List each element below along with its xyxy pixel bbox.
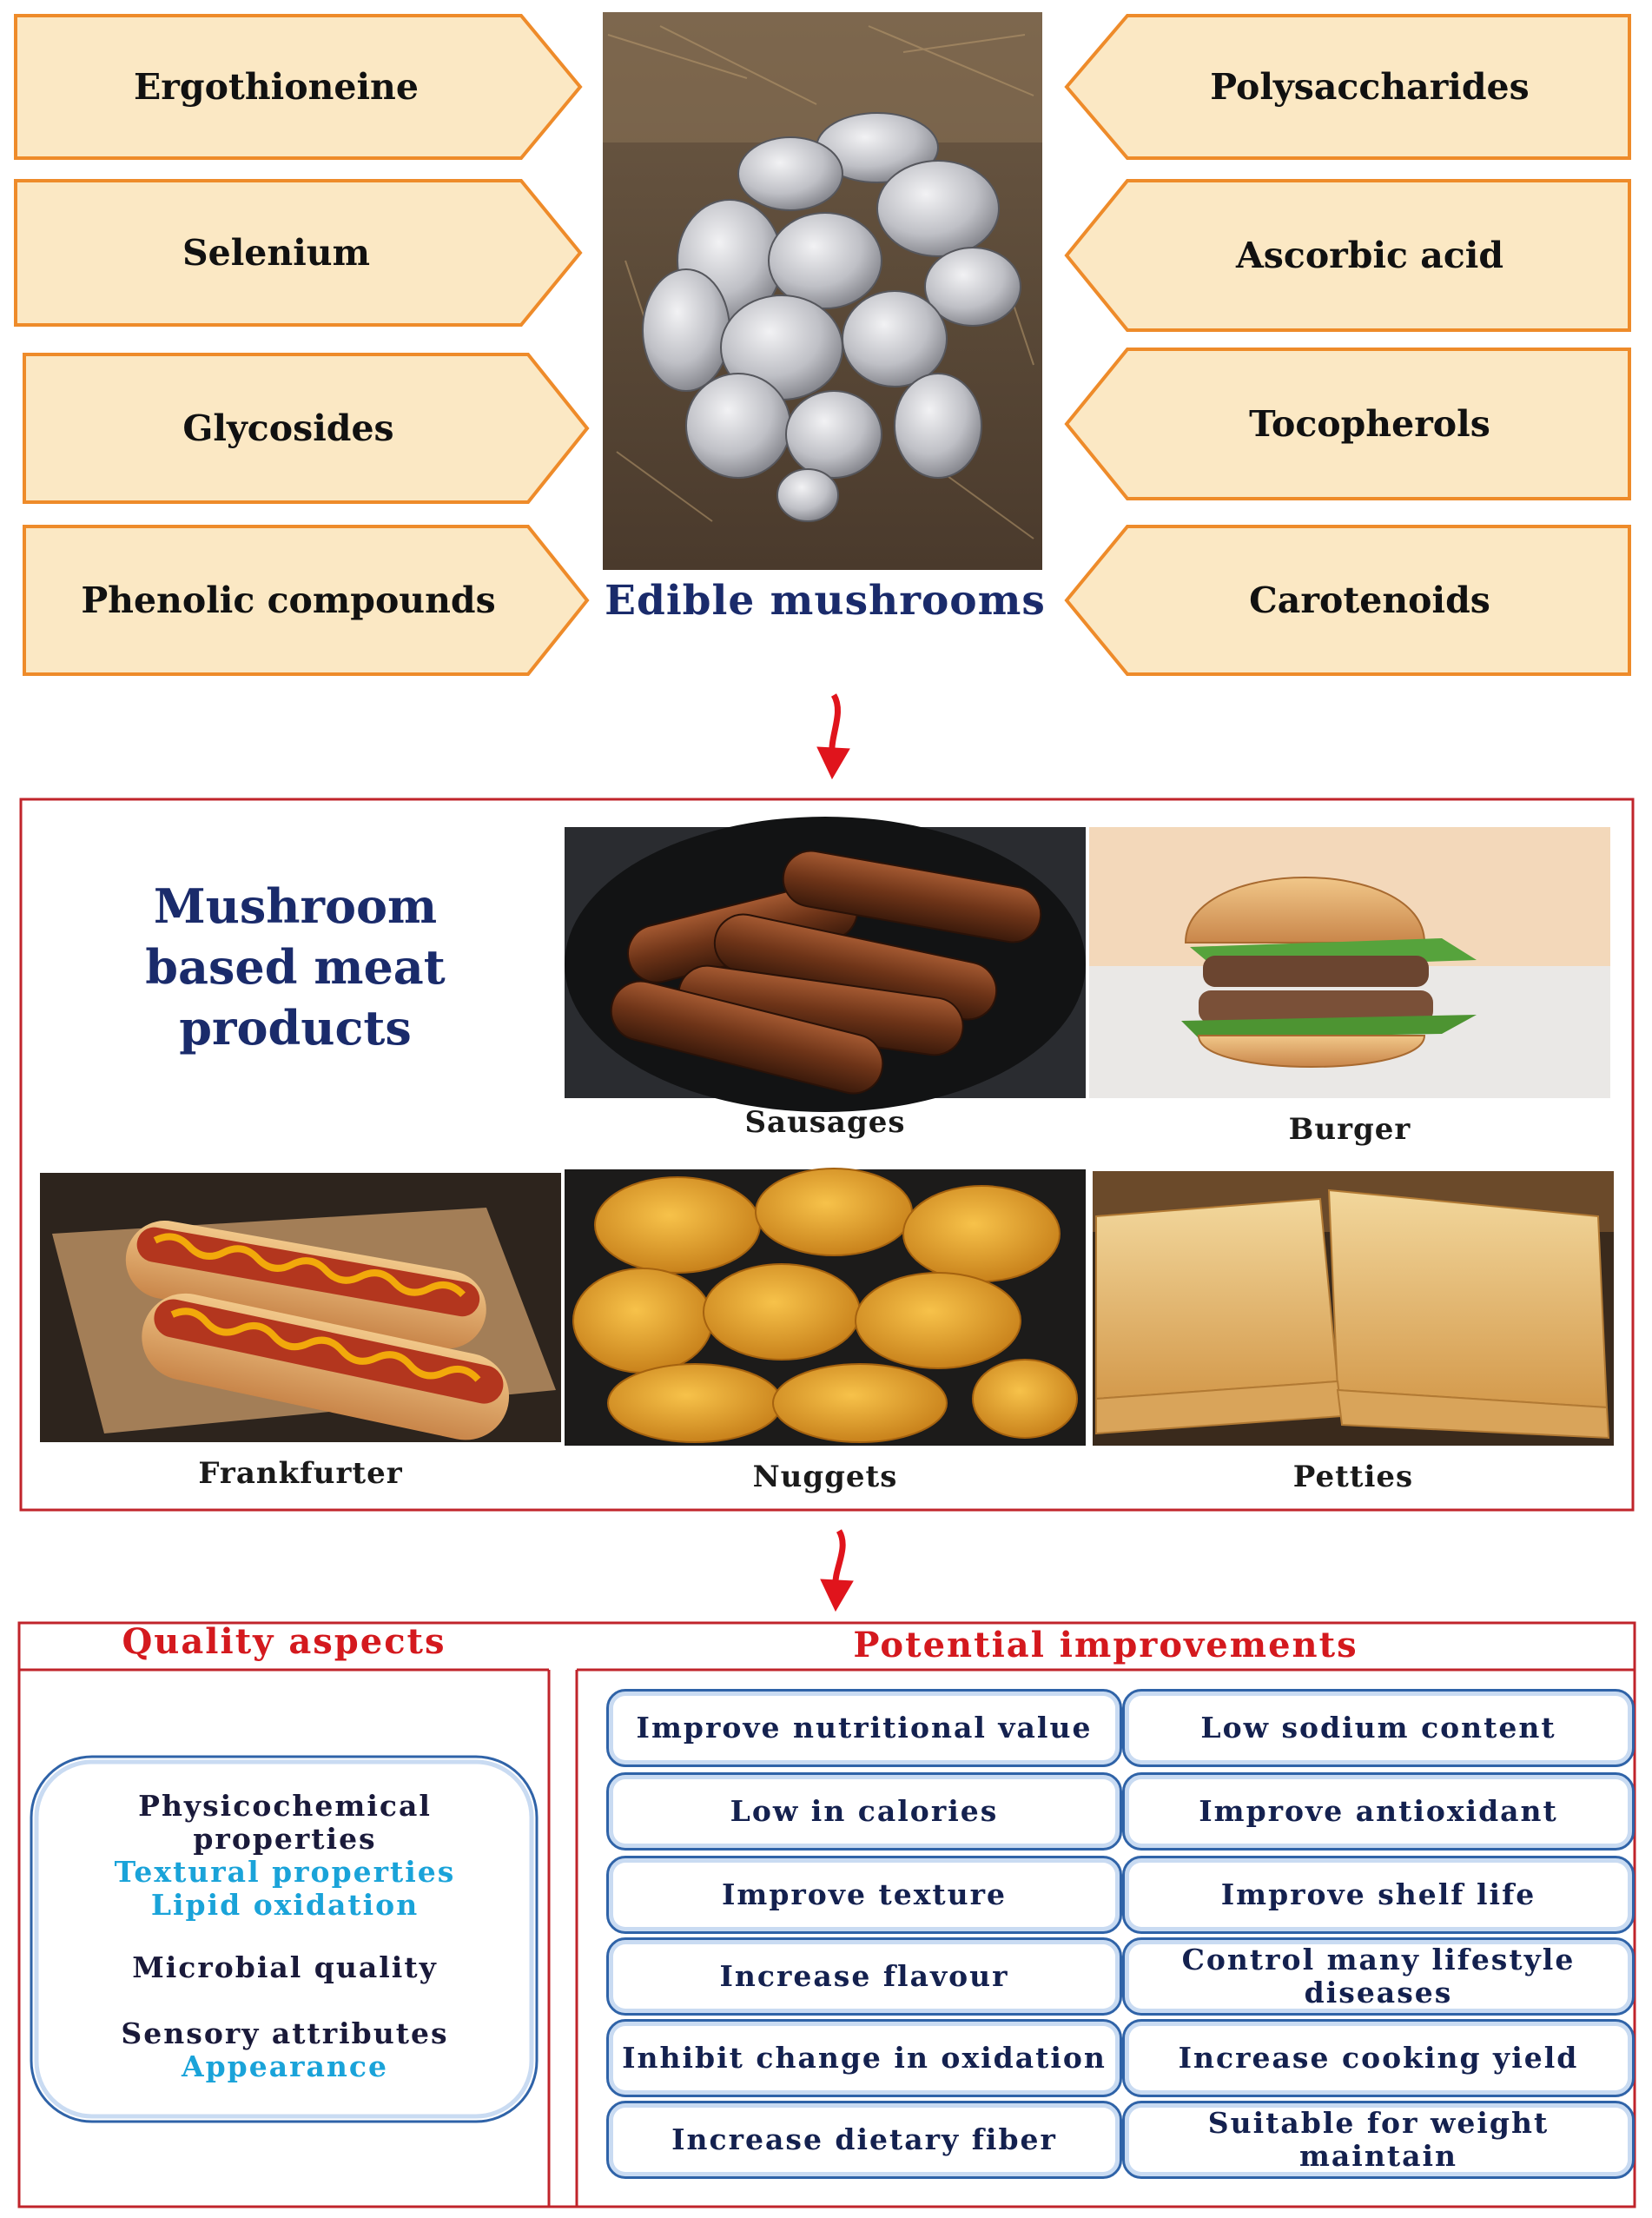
compound-ergothioneine: Ergothioneine xyxy=(134,66,419,108)
improvement-flavour: Increase flavour xyxy=(606,1937,1122,2016)
caption-burger: Burger xyxy=(1288,1112,1411,1147)
arrow-box-tocopherols xyxy=(1064,348,1631,500)
arrow-box-glycosides xyxy=(23,353,590,504)
burger-photo xyxy=(1089,827,1610,1098)
improvement-lifestyle-diseases: Control many lifestyle diseases xyxy=(1122,1937,1635,2016)
quality-microbial-label: Microbial quality xyxy=(132,1950,438,1984)
petties-photo xyxy=(1093,1171,1614,1446)
improvement-dietary-fiber: Increase dietary fiber xyxy=(606,2101,1122,2179)
quality-aspects-title: Quality aspects xyxy=(122,1621,446,1662)
compound-phenolic: Phenolic compounds xyxy=(81,579,496,621)
left-arrow-boxes xyxy=(14,14,590,676)
quality-physicochemical-label: Physicochemical properties xyxy=(138,1789,432,1856)
frankfurter-photo xyxy=(40,1173,561,1442)
products-heading: Mushroom based meat products xyxy=(69,876,521,1058)
products-heading-line-2: based meat xyxy=(145,939,446,995)
products-frame xyxy=(19,798,1635,1512)
nuggets-photo xyxy=(565,1168,1086,1446)
sausages-photo xyxy=(565,817,1086,1112)
compound-selenium: Selenium xyxy=(182,232,370,274)
improvement-nutritional-value: Improve nutritional value xyxy=(606,1689,1122,1767)
caption-petties: Petties xyxy=(1292,1460,1414,1494)
compound-polysaccharides: Polysaccharides xyxy=(1210,66,1530,108)
improvement-weight-maintain: Suitable for weight maintain xyxy=(1122,2101,1635,2179)
quality-group-sensory: Sensory attributes Appearance xyxy=(43,2017,526,2083)
arrow-box-ergothioneine xyxy=(14,14,583,160)
improvement-low-sodium: Low sodium content xyxy=(1122,1689,1635,1767)
quality-textural-label: Textural properties xyxy=(114,1855,456,1889)
quality-group-physicochemical: Physicochemical properties Textural prop… xyxy=(43,1790,526,1922)
compound-glycosides: Glycosides xyxy=(182,407,394,449)
products-heading-line-1: Mushroom xyxy=(153,878,438,934)
improvement-shelf-life: Improve shelf life xyxy=(1122,1856,1635,1934)
improvement-cooking-yield: Increase cooking yield xyxy=(1122,2019,1635,2097)
down-arrow-1 xyxy=(816,693,850,780)
quality-panel-inner xyxy=(34,1759,534,2119)
products-heading-line-3: products xyxy=(179,1000,412,1056)
arrow-box-phenolic xyxy=(23,525,590,676)
right-arrow-boxes xyxy=(1064,14,1631,676)
caption-sausages: Sausages xyxy=(744,1105,906,1140)
arrow-box-polysaccharides xyxy=(1064,14,1631,160)
potential-improvements-title: Potential improvements xyxy=(853,1625,1358,1665)
down-arrow-2 xyxy=(820,1529,854,1612)
quality-group-microbial: Microbial quality xyxy=(43,1951,526,1984)
bottom-outer-frame xyxy=(17,1621,1636,2208)
arrow-box-carotenoids xyxy=(1064,525,1631,676)
quality-panel xyxy=(30,1755,539,2123)
improvement-antioxidant: Improve antioxidant xyxy=(1122,1772,1635,1851)
arrow-box-selenium xyxy=(14,179,583,327)
arrow-box-ascorbic xyxy=(1064,179,1631,332)
compound-tocopherols: Tocopherols xyxy=(1249,403,1490,445)
quality-sensory-label: Sensory attributes xyxy=(121,2016,449,2050)
mushroom-photo xyxy=(603,12,1042,570)
improvement-inhibit-oxidation: Inhibit change in oxidation xyxy=(606,2019,1122,2097)
caption-nuggets: Nuggets xyxy=(752,1460,898,1494)
compound-carotenoids: Carotenoids xyxy=(1249,579,1490,621)
quality-lipid-oxidation-label: Lipid oxidation xyxy=(150,1888,420,1922)
compound-ascorbic-acid: Ascorbic acid xyxy=(1235,235,1504,276)
bottom-frames xyxy=(17,1621,1636,2208)
improvement-texture: Improve texture xyxy=(606,1856,1122,1934)
improvement-low-calories: Low in calories xyxy=(606,1772,1122,1851)
edible-mushrooms-title: Edible mushrooms xyxy=(605,577,1046,625)
quality-appearance-label: Appearance xyxy=(182,2049,388,2083)
caption-frankfurter: Frankfurter xyxy=(198,1456,403,1491)
